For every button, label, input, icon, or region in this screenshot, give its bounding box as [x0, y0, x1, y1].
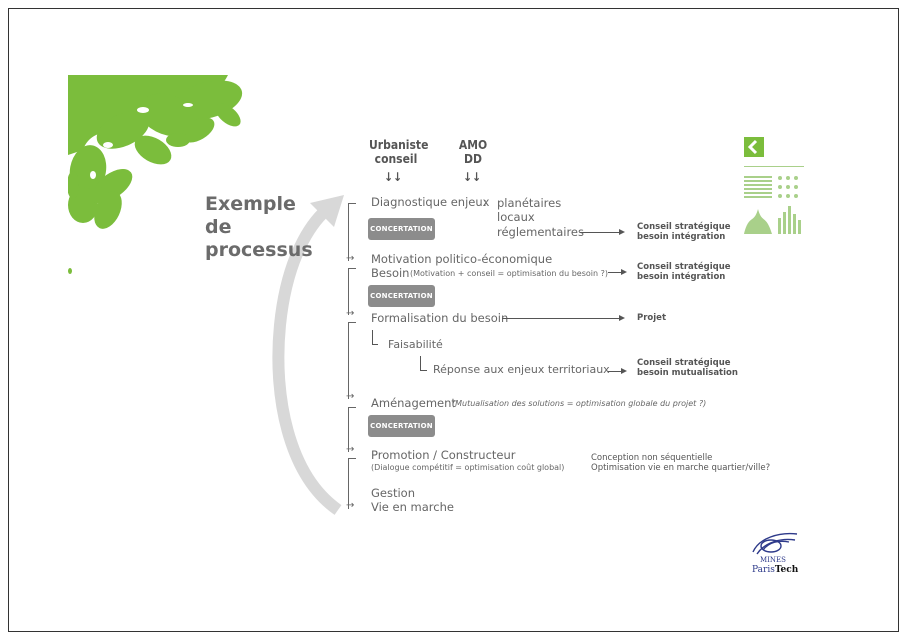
arrow-right-icon: →	[346, 500, 355, 511]
step-diagnostique: Diagnostique enjeux	[371, 195, 490, 209]
mines-paristech-logo	[752, 532, 798, 555]
step-gestion: Gestion	[371, 486, 416, 500]
bracket	[348, 322, 349, 399]
step-faisabilite: Faisabilité	[388, 338, 443, 351]
bracket-tick	[348, 407, 356, 408]
step-amenagement: Aménagement	[371, 396, 456, 410]
arrow-right-icon: →	[346, 391, 355, 402]
arrow-line	[608, 371, 622, 372]
bracket-tick	[348, 458, 356, 459]
step-promotion: Promotion / Constructeur	[371, 448, 516, 462]
outcome-3: Projet	[637, 313, 667, 323]
amenagement-note: (Mutualisation des solutions = optimisat…	[452, 399, 707, 408]
connector	[372, 344, 378, 345]
header-amo: AMO DD	[458, 138, 488, 166]
step-motivation: Motivation politico-économique	[371, 252, 553, 266]
step-reponse: Réponse aux enjeux territoriaux	[433, 363, 610, 376]
chevron-left-icon	[747, 139, 758, 155]
arrow-line	[608, 272, 622, 273]
arrow-right-icon: →	[346, 444, 355, 455]
logo-tech: Tech	[774, 565, 799, 575]
logo-text-mines: MINES	[760, 556, 786, 564]
enjeu-locaux: locaux	[497, 210, 535, 224]
besoin-note: (Motivation + conseil = optimisation du …	[410, 269, 608, 278]
connector	[372, 330, 373, 344]
arrow-head-icon	[621, 269, 627, 275]
arrow-line	[502, 318, 620, 319]
arrow-right-icon: →	[346, 308, 355, 319]
promotion-note: (Dialogue compétitif = optimisation coût…	[371, 463, 565, 472]
header-urbaniste: Urbaniste conseil	[369, 138, 429, 166]
arrow-head-icon	[619, 229, 625, 235]
outcome-2: Conseil stratégique besoin intégration	[637, 262, 731, 282]
step-besoin: Besoin	[371, 266, 410, 280]
connector	[420, 356, 421, 370]
page-title: Exemple de processus	[205, 193, 313, 261]
enjeu-reglementaires: réglementaires	[497, 225, 584, 239]
bracket-tick	[348, 268, 356, 269]
cycle-arc-arrow	[272, 195, 344, 515]
arrow-right-icon: →	[346, 253, 355, 264]
outcome-1: Conseil stratégique besoin intégration	[637, 222, 731, 242]
conception-note: Conception non séquentielle Optimisation…	[591, 453, 771, 473]
arrow-head-icon	[619, 315, 625, 321]
slide-frame	[8, 8, 899, 632]
arrow-line	[580, 232, 620, 233]
arrow-head-icon	[621, 368, 627, 374]
enjeu-planetaires: planétaires	[497, 196, 562, 210]
bracket	[348, 458, 349, 509]
back-button[interactable]	[744, 137, 764, 157]
logo-paris: Paris	[752, 565, 775, 575]
bracket-tick	[348, 322, 356, 323]
down-arrows-icon: ↓↓	[384, 170, 403, 184]
concertation-badge: CONCERTATION	[368, 415, 435, 437]
concertation-badge: CONCERTATION	[368, 218, 435, 240]
leaf-decoration	[68, 75, 243, 274]
concertation-badge: CONCERTATION	[368, 285, 435, 307]
colon: :	[483, 195, 487, 209]
bracket	[348, 268, 349, 315]
step-formalisation: Formalisation du besoin	[371, 311, 509, 325]
outcome-4: Conseil stratégique besoin mutualisation	[637, 358, 738, 378]
step-vie-en-marche: Vie en marche	[371, 500, 454, 514]
connector	[420, 370, 427, 371]
divider	[744, 166, 804, 167]
bracket-tick	[348, 203, 356, 204]
logo-text-paristech: ParisTech	[752, 565, 798, 575]
bracket	[348, 203, 349, 261]
down-arrows-icon: ↓↓	[463, 170, 482, 184]
thematic-icons-grid	[744, 176, 801, 234]
bracket	[348, 407, 349, 452]
